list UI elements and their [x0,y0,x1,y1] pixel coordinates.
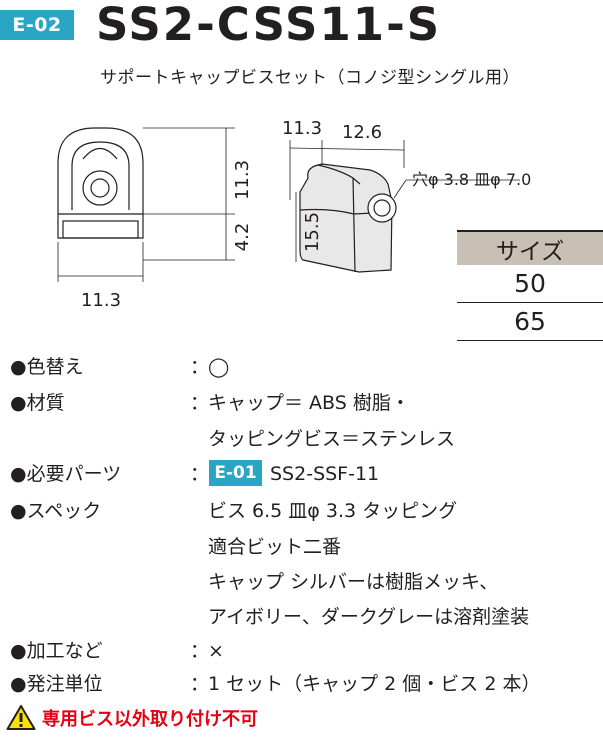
spec-spec-value-4: アイボリー、ダークグレーは溶剤塗装 [208,606,530,628]
spec-order-unit-value: 1 セット（キャップ 2 個・ビス 2 本） [208,673,541,695]
spec-processing-value: × [208,640,224,662]
spec-material-value-2: タッピングビス＝ステンレス [208,428,456,450]
warning-text: 専用ビス以外取り付け不可 [42,708,258,730]
spec-processing-colon: ： [190,640,210,662]
size-row: 65 [457,303,603,341]
size-row: 50 [457,265,603,303]
spec-spec-label: ●スペック [10,500,102,522]
side-width-left-label: 11.3 [282,118,322,139]
parts-badge: E-01 [209,460,262,486]
spec-material-colon: ： [190,392,210,414]
spec-color-label: ●色替え [10,356,84,378]
front-width-label: 11.3 [81,290,121,311]
side-width-right-label: 12.6 [342,122,382,143]
spec-color-colon: ： [190,356,210,378]
spec-order-unit-colon: ： [190,673,210,695]
spec-parts-value: SS2-SSF-11 [270,463,380,485]
warning-notice: 専用ビス以外取り付け不可 [6,704,258,731]
spec-spec-value-1: ビス 6.5 皿φ 3.3 タッピング [208,500,458,522]
technical-drawing: 11.3 4.2 11.3 11.3 12.6 15.5 穴φ 3.8 皿φ 7… [57,118,531,311]
product-title: SS2-CSS11-S [96,0,442,51]
size-table: サイズ 50 65 [457,230,603,341]
spec-material-value-1: キャップ＝ ABS 樹脂・ [208,392,410,414]
front-height-bottom-label: 4.2 [232,223,253,252]
front-height-top-label: 11.3 [232,160,253,200]
size-table-header: サイズ [457,230,603,265]
side-view [289,140,520,273]
spec-spec-value-2: 適合ビット二番 [208,536,342,558]
spec-processing-label: ●加工など [10,640,103,662]
code-badge: E-02 [0,10,74,40]
spec-material-label: ●材質 [10,392,65,414]
spec-parts-label: ●必要パーツ [10,463,122,485]
spec-spec-value-3: キャップ シルバーは樹脂メッキ、 [208,571,499,593]
warning-icon [6,705,36,730]
spec-color-value: ◯ [208,356,230,378]
spec-order-unit-label: ●発注単位 [10,673,103,695]
spec-parts-colon: ： [190,463,210,485]
product-subtitle: サポートキャップビスセット（コノジ型シングル用） [100,68,520,88]
front-view [57,127,235,282]
side-height-label: 15.5 [302,212,323,252]
hole-spec-label: 穴φ 3.8 皿φ 7.0 [412,170,531,189]
